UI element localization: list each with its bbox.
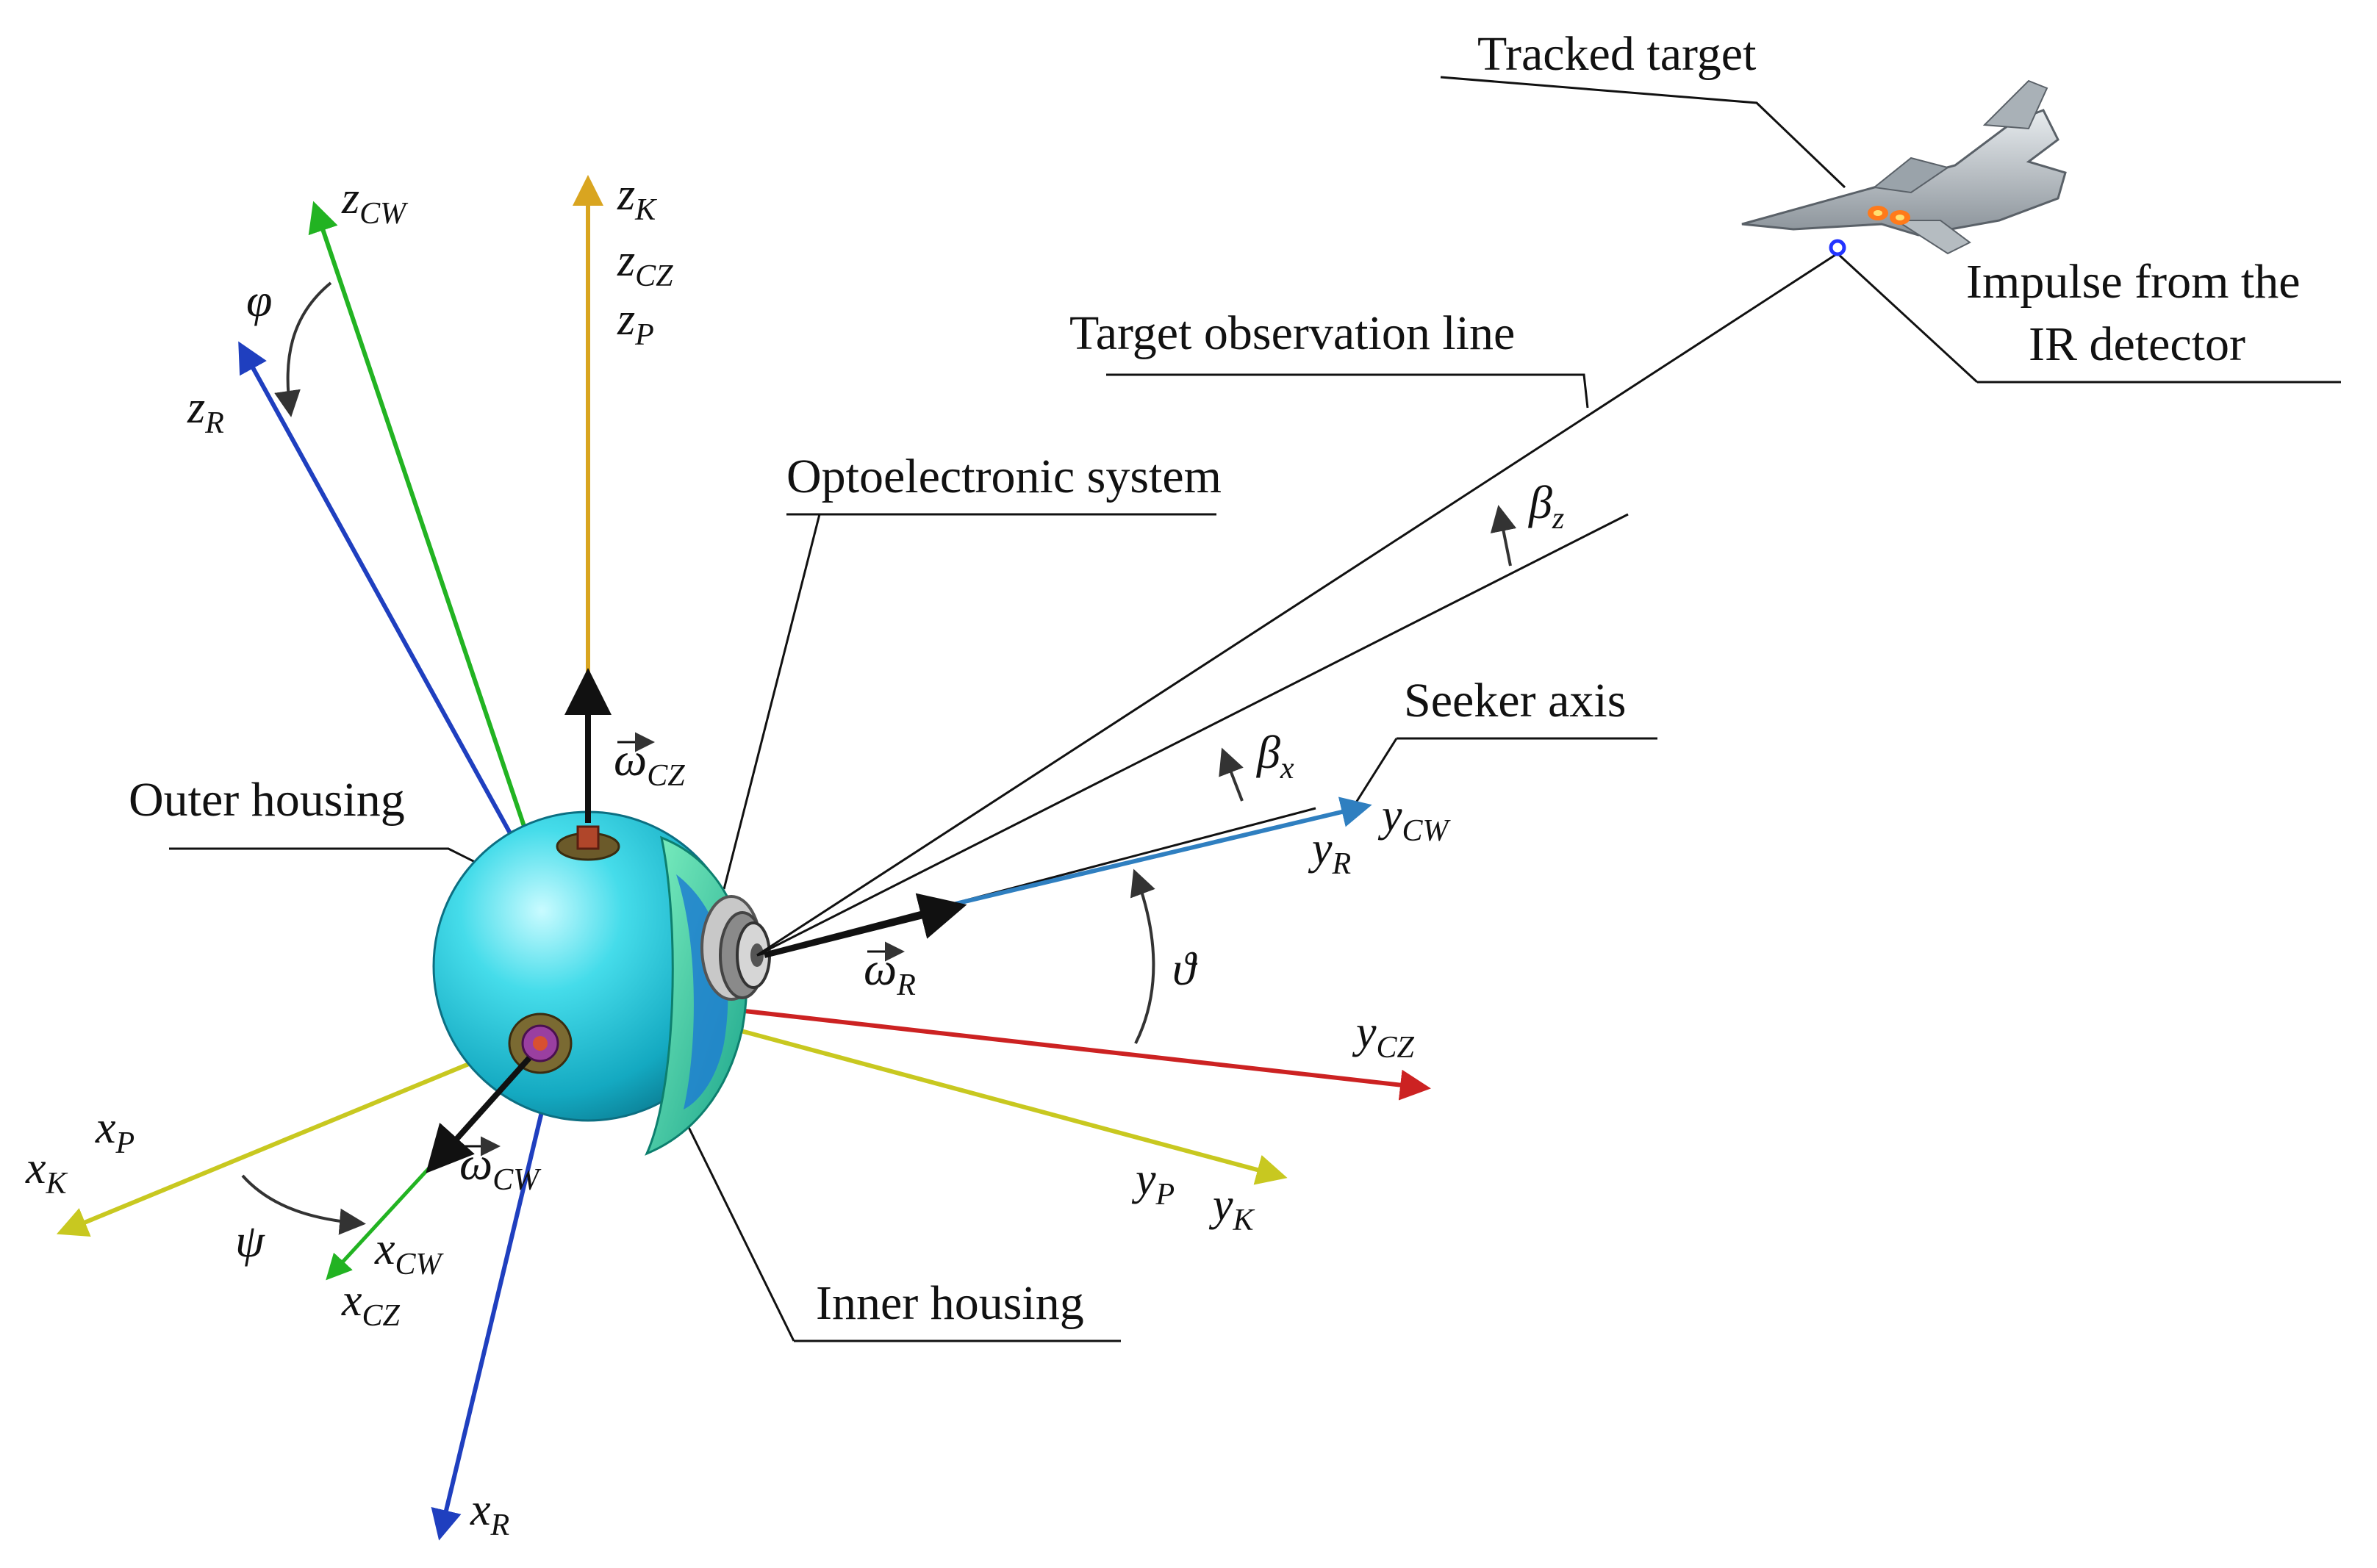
- label-seeker-axis: Seeker axis: [1404, 674, 1626, 727]
- omega-cz-label: ωCZ: [614, 732, 685, 793]
- axis-label-x-cw: xCW: [374, 1224, 445, 1281]
- observation-lines: [756, 252, 1838, 957]
- angle-phi: φ: [246, 274, 272, 326]
- axis-label-z-k: zK: [617, 170, 657, 227]
- svg-text:ωR: ωR: [864, 943, 916, 1002]
- axis-label-x-r: xR: [470, 1485, 509, 1542]
- angle-symbols: φ ψ ϑ βz βx: [235, 274, 1564, 1267]
- axis-label-y-cw: yCW: [1377, 791, 1452, 848]
- beta-x-arrow: [1219, 747, 1244, 802]
- axis-label-y-cz: yCZ: [1352, 1007, 1415, 1065]
- svg-text:ωCW: ωCW: [459, 1137, 542, 1197]
- angle-beta-z: βz: [1527, 476, 1564, 536]
- omega-r-vector: [764, 893, 967, 958]
- angle-arcs: [241, 281, 1517, 1235]
- vector-symbols: ωCZ ωR ωCW: [459, 732, 916, 1197]
- axis-label-z-cz: zCZ: [617, 236, 673, 293]
- theta-arc: [1130, 868, 1155, 1044]
- axis-label-x-cz: xCZ: [341, 1276, 401, 1333]
- omega-cw-label: ωCW: [459, 1136, 542, 1197]
- leader-lines: [169, 76, 2341, 1342]
- ir-impulse-marker: [1829, 239, 1846, 256]
- label-tracked-target: Tracked target: [1477, 27, 1756, 81]
- axis-label-z-cw: zCW: [341, 173, 409, 231]
- axis-label-x-p: xP: [95, 1103, 135, 1160]
- label-outer-housing: Outer housing: [129, 773, 405, 827]
- axis-lines: [56, 175, 1431, 1541]
- axis-label-y-r: yR: [1308, 824, 1351, 881]
- label-target-observation-line: Target observation line: [1069, 306, 1515, 360]
- axis-x-kp: [56, 1034, 538, 1237]
- axis-label-y-p: yP: [1131, 1154, 1175, 1212]
- label-optoelectronic-system: Optoelectronic system: [786, 450, 1222, 503]
- label-impulse-line1: Impulse from the: [1966, 255, 2301, 309]
- phi-arc: [274, 281, 332, 417]
- axis-x-r: [431, 1087, 550, 1541]
- angular-rate-vectors: [426, 668, 967, 1173]
- label-inner-housing: Inner housing: [816, 1276, 1084, 1330]
- axis-label-z-p: zP: [617, 295, 654, 352]
- gimbal-sphere-icon: [432, 810, 771, 1156]
- omega-cw-vector: [426, 1056, 531, 1173]
- beta-z-arrow: [1490, 505, 1517, 567]
- axis-z-r: [238, 341, 535, 876]
- axis-symbols: zCW zR zK zCZ zP yCW yR yCZ yP yK xK xP …: [25, 170, 1452, 1542]
- svg-text:ωCZ: ωCZ: [614, 733, 685, 793]
- seeker-axis-line: [955, 796, 1372, 906]
- diagram-labels: Tracked target Impulse from the IR detec…: [129, 27, 2301, 1330]
- axis-label-x-k: xK: [25, 1143, 68, 1201]
- axis-y-pk: [705, 1019, 1288, 1185]
- fighter-jet-icon: [1741, 79, 2067, 255]
- axis-label-z-r: zR: [187, 383, 224, 440]
- axis-z-cw: [308, 201, 535, 853]
- angle-beta-x: βx: [1255, 726, 1294, 785]
- label-impulse-line2: IR detector: [2029, 317, 2245, 371]
- axis-label-y-k: yK: [1208, 1180, 1255, 1237]
- psi-arc: [241, 1174, 366, 1235]
- axis-y-cz: [705, 1004, 1431, 1101]
- angle-psi: ψ: [235, 1215, 265, 1267]
- angle-theta: ϑ: [1172, 943, 1198, 995]
- omega-r-label: ωR: [864, 941, 916, 1002]
